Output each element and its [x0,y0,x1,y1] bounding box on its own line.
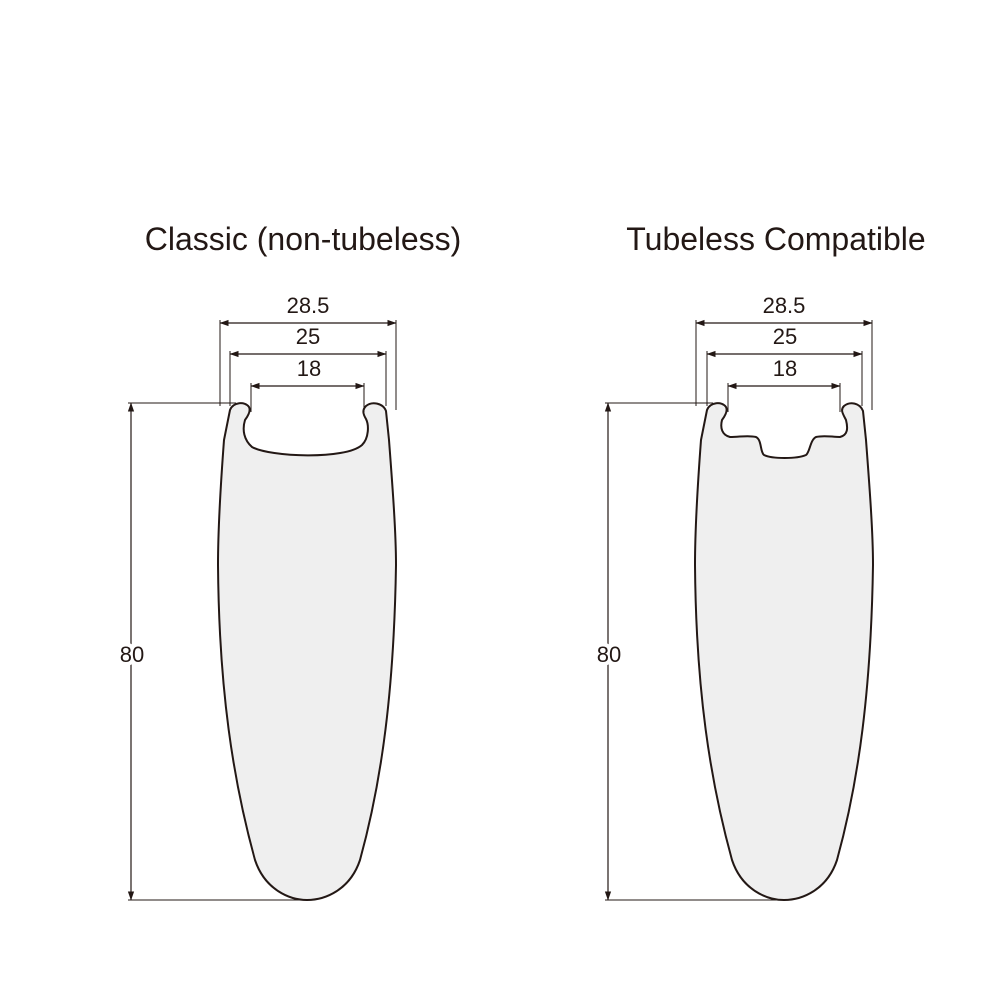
tubeless-outer-width-label: 28.5 [763,293,806,318]
classic-rim-section [217,402,397,901]
classic-height-dimension: 80 [116,402,307,901]
classic-outer-width-label: 28.5 [287,293,330,318]
tubeless-height-label: 80 [597,642,621,667]
tubeless-profile: Tubeless Compatible 28.5 25 18 80 [593,221,926,901]
classic-profile: Classic (non-tubeless) 28.5 25 18 80 [116,221,462,901]
tubeless-rim-section [694,402,874,901]
tubeless-bed-width-label: 18 [773,356,797,381]
tubeless-width-dimensions: 28.5 25 18 [695,293,873,412]
classic-bed-width-label: 18 [297,356,321,381]
classic-width-dimensions: 28.5 25 18 [219,293,397,412]
tubeless-title: Tubeless Compatible [626,221,925,257]
classic-height-label: 80 [120,642,144,667]
tubeless-inner-width-label: 25 [773,324,797,349]
classic-inner-width-label: 25 [296,324,320,349]
tubeless-height-dimension: 80 [593,402,784,901]
classic-title: Classic (non-tubeless) [145,221,462,257]
